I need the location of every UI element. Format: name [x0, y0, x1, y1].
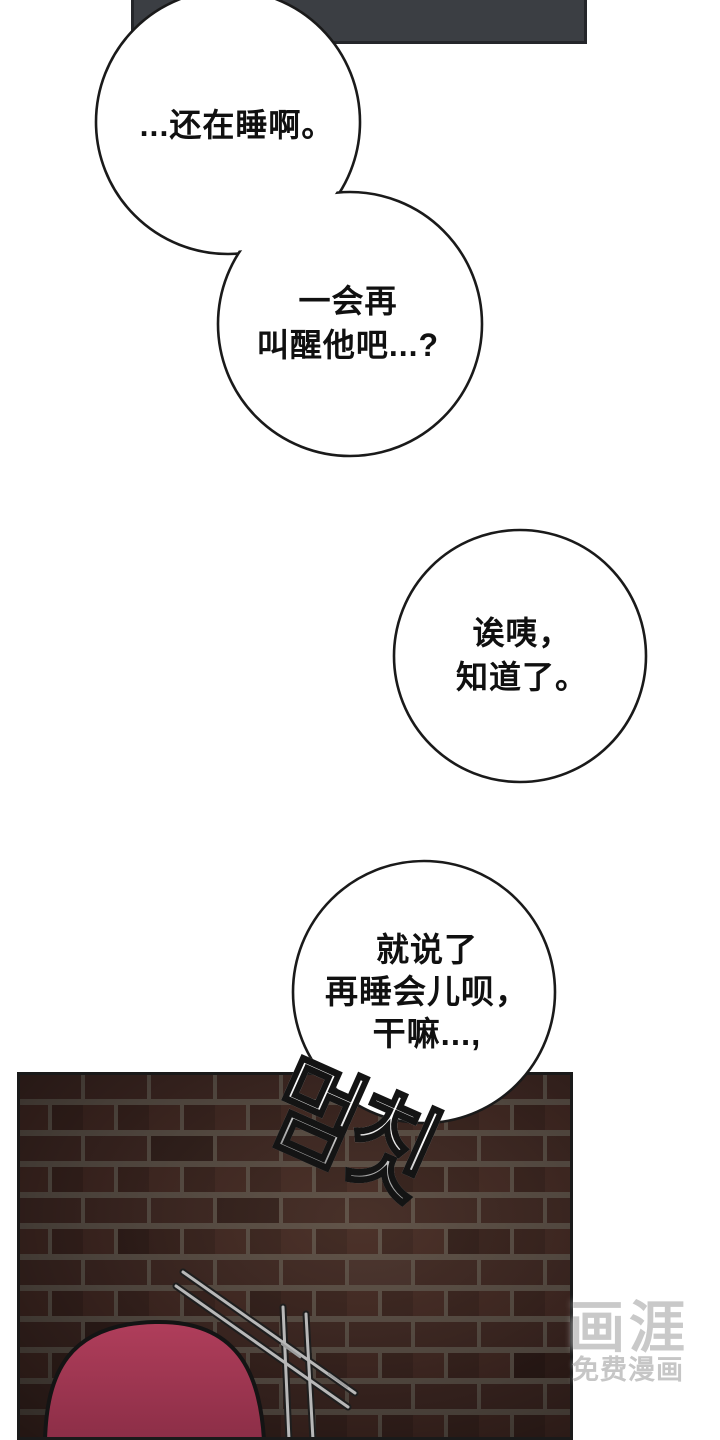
bubble-line: 知道了。	[455, 659, 588, 695]
bubble-1-text: ...还在睡啊。	[77, 103, 397, 147]
watermark-tagline: 免费漫画	[572, 1355, 684, 1385]
bubble-line: 一会再	[298, 283, 398, 319]
dark-transition-panel	[131, 0, 587, 44]
chopsticks-icon	[172, 1268, 359, 1440]
bubble-3-text: 诶咦， 知道了。	[362, 611, 682, 699]
bubble-line: 再睡会儿呗，	[325, 973, 529, 1010]
red-dome-shape	[42, 1319, 267, 1440]
bubble-line: 叫醒他吧...?	[256, 327, 440, 363]
bubble-line: 诶咦，	[472, 615, 572, 651]
bubble-line: 干嘛...,	[372, 1015, 482, 1052]
bubble-4-text: 就说了 再睡会儿呗， 干嘛...,	[267, 929, 587, 1055]
bubble-line: 就说了	[376, 931, 478, 968]
bubble-line: ...还在睡啊。	[139, 107, 335, 143]
brick-wall-panel	[17, 1072, 573, 1440]
bubble-2-text: 一会再 叫醒他吧...?	[188, 279, 508, 367]
watermark-logo: 画涯	[569, 1296, 689, 1359]
